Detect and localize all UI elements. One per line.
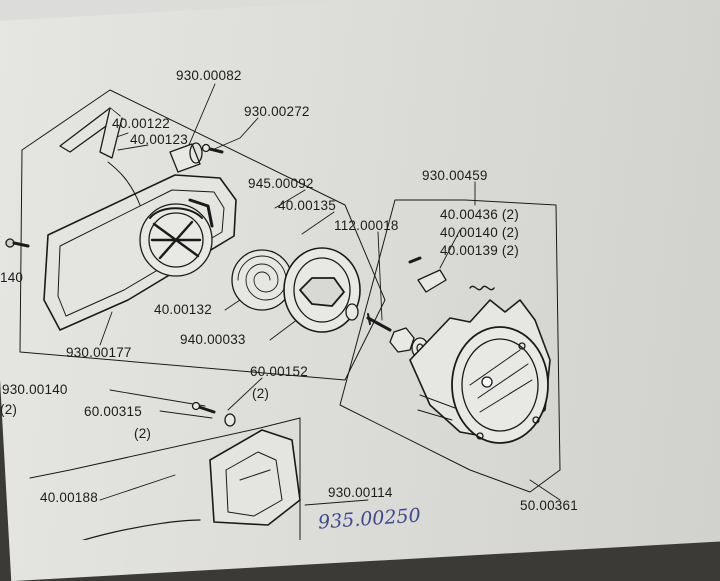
- part-label-140: 140: [0, 270, 24, 285]
- part-label-112-00018: 112.00018: [334, 218, 399, 233]
- part-label-930-00177: 930.00177: [66, 345, 132, 360]
- part-label-40-00123: 40.00123: [130, 132, 188, 147]
- part-label-930-00272: 930.00272: [244, 104, 310, 119]
- rope-pulley: [283, 247, 361, 333]
- part-label-930-00459: 930.00459: [422, 168, 488, 183]
- part-label-60-00152: 60.00152: [250, 364, 308, 379]
- group-outline-coil: [29, 417, 301, 540]
- part-label-40-00188: 40.00188: [40, 490, 98, 505]
- part-label-930-00082: 930.00082: [176, 68, 242, 83]
- lower-washer: [224, 413, 236, 427]
- lower-screw: [191, 401, 216, 414]
- bushing: [169, 142, 203, 173]
- part-label-930-00114: 930.00114: [328, 485, 393, 500]
- part-label-50-00361: 50.00361: [520, 498, 578, 513]
- starter-housing: [43, 174, 237, 331]
- recoil-spring: [231, 249, 293, 311]
- part-label-945-00092: 945.00092: [248, 176, 314, 191]
- left-bolt: [5, 238, 30, 248]
- part-label-40-00122: 40.00122: [112, 116, 170, 131]
- center-screw: [366, 313, 392, 332]
- part-label-930-00140: 930.00140: [2, 382, 68, 397]
- top-screw: [201, 143, 224, 154]
- part-label-60-00315: 60.00315: [84, 404, 142, 419]
- part-label-40-00436: 40.00436 (2): [440, 207, 519, 222]
- group-outline-starter: [19, 89, 386, 381]
- washer-small: [345, 303, 359, 321]
- part-label-40-00135: 40.00135: [278, 198, 336, 213]
- group-outline-flywheel: [339, 199, 561, 493]
- ignition-coil: [82, 429, 301, 540]
- pull-handle: [59, 107, 141, 206]
- part-label-60-00315-qty: (2): [134, 426, 152, 441]
- flywheel: [409, 299, 551, 444]
- part-label-40-00140: 40.00140 (2): [440, 225, 519, 240]
- pawl: [408, 256, 495, 293]
- part-label-930-00140-qty: (2): [0, 402, 18, 417]
- part-label-40-00139: 40.00139 (2): [440, 243, 519, 258]
- part-label-40-00132: 40.00132: [154, 302, 212, 317]
- part-label-60-00152-qty: (2): [252, 386, 270, 401]
- exploded-parts-drawing: [5, 83, 561, 540]
- part-label-940-00033: 940.00033: [180, 332, 246, 347]
